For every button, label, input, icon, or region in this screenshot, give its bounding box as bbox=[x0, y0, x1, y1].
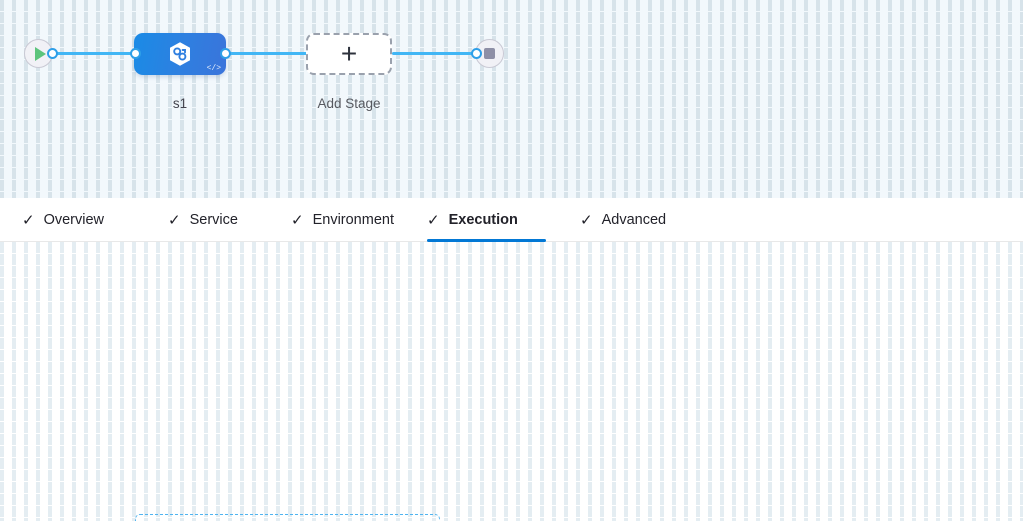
tab-service-label: Service bbox=[189, 212, 238, 228]
plus-icon: + bbox=[340, 38, 358, 69]
connector-addstage-to-end bbox=[392, 52, 478, 55]
stage-canvas[interactable]: </> s1 + Add Stage bbox=[0, 0, 1023, 198]
tab-environment[interactable]: ✓ Environment bbox=[291, 198, 418, 242]
tab-advanced-label: Advanced bbox=[601, 212, 667, 228]
stop-icon bbox=[484, 48, 495, 59]
step-group-canary-deployment[interactable] bbox=[135, 514, 440, 521]
stage-out-port[interactable] bbox=[220, 48, 231, 59]
check-icon: ✓ bbox=[291, 211, 304, 229]
check-icon: ✓ bbox=[168, 211, 181, 229]
check-icon: ✓ bbox=[580, 211, 593, 229]
add-stage-button[interactable]: + bbox=[306, 33, 392, 75]
check-icon: ✓ bbox=[427, 211, 440, 229]
connector-start-to-stage bbox=[52, 52, 136, 55]
tab-execution[interactable]: ✓ Execution bbox=[427, 198, 546, 242]
stage-code-tag: </> bbox=[206, 64, 221, 73]
tab-underline bbox=[427, 239, 546, 242]
connector-stage-to-addstage bbox=[222, 52, 308, 55]
tab-advanced[interactable]: ✓ Advanced bbox=[580, 198, 690, 242]
tab-environment-label: Environment bbox=[312, 212, 394, 228]
stage-label: s1 bbox=[172, 96, 188, 111]
harness-hexagon-icon bbox=[170, 42, 190, 66]
check-icon: ✓ bbox=[22, 211, 35, 229]
tab-overview-label: Overview bbox=[43, 212, 105, 228]
tab-service[interactable]: ✓ Service bbox=[168, 198, 263, 242]
add-stage-label: Add Stage bbox=[317, 96, 381, 111]
stage-start-port[interactable] bbox=[47, 48, 58, 59]
play-icon bbox=[34, 46, 46, 61]
stage-in-port[interactable] bbox=[130, 48, 141, 59]
stage-end-port[interactable] bbox=[471, 48, 482, 59]
tab-overview[interactable]: ✓ Overview bbox=[22, 198, 128, 242]
execution-steps-canvas[interactable]: Canary Deployment bbox=[0, 242, 1023, 521]
tab-execution-label: Execution bbox=[448, 212, 518, 228]
stage-node-s1[interactable]: </> bbox=[134, 33, 226, 75]
stage-config-tabs: ✓ Overview ✓ Service ✓ Environment ✓ Exe… bbox=[0, 198, 1023, 242]
